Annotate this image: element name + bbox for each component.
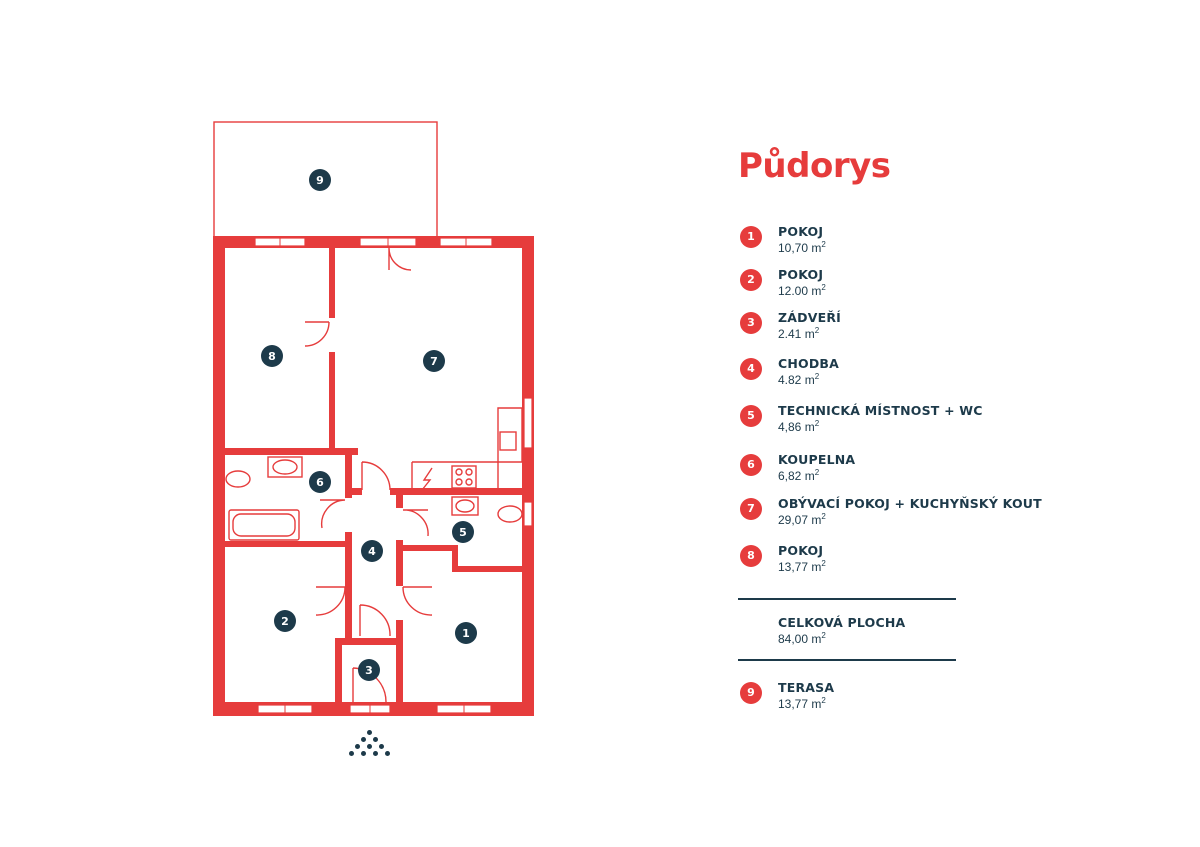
legend-item-6: 6 KOUPELNA 6,82 m2 <box>740 452 1160 492</box>
legend-item-5: 5 TECHNICKÁ MÍSTNOST + WC 4,86 m2 <box>740 403 1160 443</box>
svg-text:3: 3 <box>365 664 373 677</box>
room-area: 13,77 m2 <box>778 696 826 711</box>
svg-text:2: 2 <box>281 615 289 628</box>
room-marker-1: 1 <box>455 622 477 644</box>
room-marker-8: 8 <box>261 345 283 367</box>
legend-badge: 3 <box>740 312 762 334</box>
interior-walls <box>225 248 522 702</box>
room-area: 10,70 m2 <box>778 240 826 255</box>
legend-item-8: 8 POKOJ 13,77 m2 <box>740 543 1160 583</box>
windows <box>254 237 533 714</box>
room-area: 13,77 m2 <box>778 559 826 574</box>
room-name: POKOJ <box>778 543 824 558</box>
svg-text:9: 9 <box>316 174 324 187</box>
legend-item-9: 9 TERASA 13,77 m2 <box>740 680 1160 720</box>
room-name: TECHNICKÁ MÍSTNOST + WC <box>778 403 983 418</box>
room-area: 4,86 m2 <box>778 419 820 434</box>
total-area: 84,00 m2 <box>778 631 826 646</box>
svg-text:4: 4 <box>368 545 376 558</box>
north-dots-icon <box>348 730 392 756</box>
room-area: 12.00 m2 <box>778 283 826 298</box>
legend-item-7: 7 OBÝVACÍ POKOJ + KUCHYŇSKÝ KOUT 29,07 m… <box>740 496 1160 536</box>
legend-badge: 2 <box>740 269 762 291</box>
legend-total: CELKOVÁ PLOCHA 84,00 m2 <box>740 615 1160 655</box>
room-area: 6,82 m2 <box>778 468 820 483</box>
room-name: POKOJ <box>778 224 824 239</box>
room-area: 4.82 m2 <box>778 372 820 387</box>
legend-item-4: 4 CHODBA 4.82 m2 <box>740 356 1160 396</box>
floor-plan: 9 8 7 6 5 4 2 1 3 <box>213 121 534 716</box>
legend-badge: 4 <box>740 358 762 380</box>
legend-badge: 5 <box>740 405 762 427</box>
room-name: TERASA <box>778 680 835 695</box>
room-area: 29,07 m2 <box>778 512 826 527</box>
page-title: Půdorys <box>738 146 891 186</box>
room-name: OBÝVACÍ POKOJ + KUCHYŇSKÝ KOUT <box>778 496 1042 511</box>
svg-text:7: 7 <box>430 355 438 368</box>
room-marker-4: 4 <box>361 540 383 562</box>
fixtures <box>225 247 523 703</box>
svg-text:1: 1 <box>462 627 470 640</box>
legend-badge: 7 <box>740 498 762 520</box>
room-name: POKOJ <box>778 267 824 282</box>
legend-item-1: 1 POKOJ 10,70 m2 <box>740 224 1160 264</box>
legend-item-3: 3 ZÁDVEŘÍ 2.41 m2 <box>740 310 1160 350</box>
legend-item-2: 2 POKOJ 12.00 m2 <box>740 267 1160 307</box>
room-marker-6: 6 <box>309 471 331 493</box>
room-area: 2.41 m2 <box>778 326 820 341</box>
room-marker-2: 2 <box>274 610 296 632</box>
room-name: KOUPELNA <box>778 452 856 467</box>
separator-line <box>738 659 956 661</box>
svg-text:6: 6 <box>316 476 324 489</box>
room-marker-7: 7 <box>423 350 445 372</box>
legend-badge: 8 <box>740 545 762 567</box>
legend-badge: 9 <box>740 682 762 704</box>
room-name: ZÁDVEŘÍ <box>778 310 842 325</box>
svg-text:5: 5 <box>459 526 467 539</box>
legend-badge: 6 <box>740 454 762 476</box>
separator-line <box>738 598 956 600</box>
room-marker-5: 5 <box>452 521 474 543</box>
room-marker-9: 9 <box>309 169 331 191</box>
room-marker-3: 3 <box>358 659 380 681</box>
legend-badge: 1 <box>740 226 762 248</box>
room-name: CHODBA <box>778 356 840 371</box>
total-name: CELKOVÁ PLOCHA <box>778 615 906 630</box>
svg-text:8: 8 <box>268 350 276 363</box>
